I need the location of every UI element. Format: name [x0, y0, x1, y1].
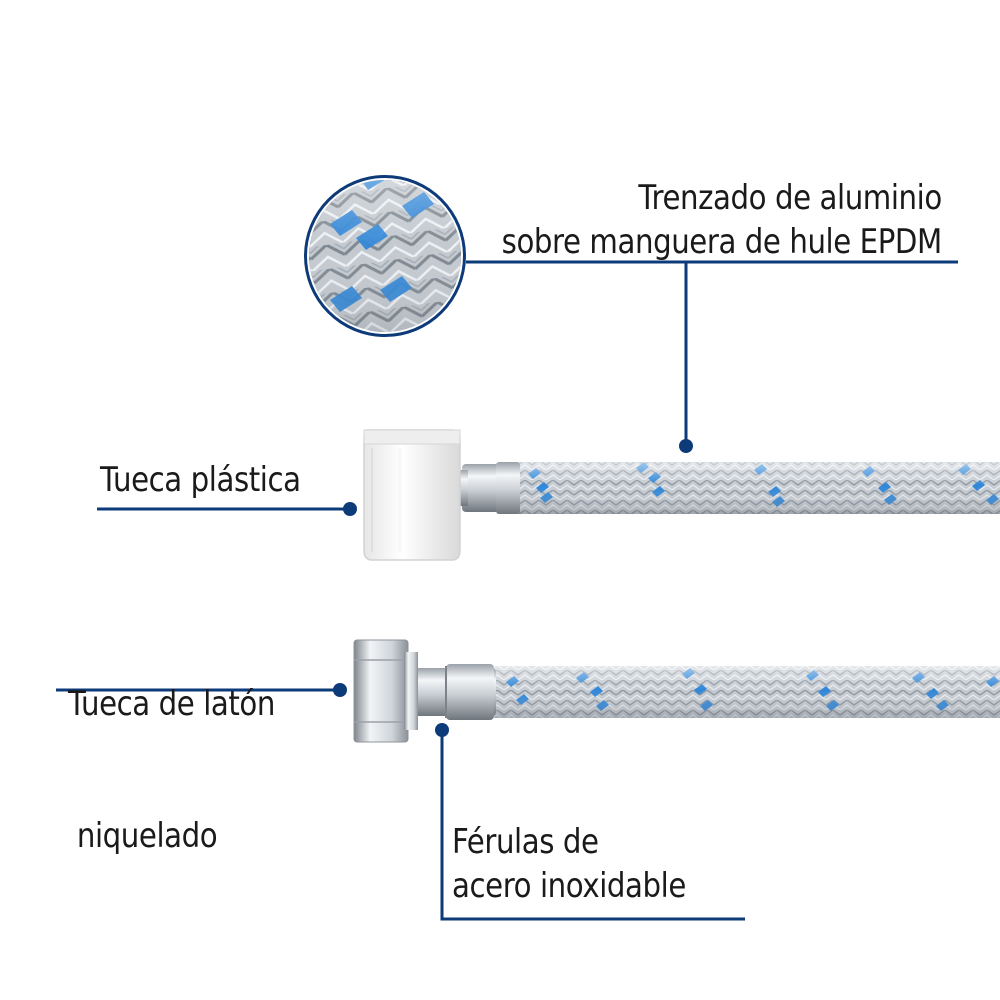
brass-nut	[353, 639, 409, 743]
braid-zoom-icon	[304, 175, 466, 337]
hose-with-brass-nut	[353, 639, 1000, 743]
dot-brass-nut	[333, 683, 347, 697]
plastic-nut	[363, 429, 461, 561]
braid-label-line2: sobre manguera de hule EPDM	[501, 222, 943, 262]
brass-nut-label-line1: Tueca de latón	[68, 684, 275, 724]
callout-lines	[56, 260, 958, 921]
ferrules-label-line2: acero inoxidable	[452, 866, 686, 906]
dot-plastic-nut	[343, 502, 357, 516]
dot-braid	[679, 439, 693, 453]
callout-dots	[333, 439, 693, 737]
callout-label-braid: Trenzado de aluminio sobre manguera de h…	[501, 176, 943, 264]
brass-nut-label-line2: niquelado	[68, 816, 218, 856]
dot-ferrules	[435, 723, 449, 737]
plastic-nut-label: Tueca plástica	[100, 460, 301, 500]
callout-line-ferrules	[440, 730, 745, 921]
callout-label-brass-nut: Tueca de latón niquelado	[68, 594, 275, 902]
hose-with-plastic-nut	[363, 429, 1000, 561]
callout-label-ferrules: Férulas de acero inoxidable	[452, 820, 686, 908]
braid-label-line1: Trenzado de aluminio	[638, 178, 943, 218]
callout-label-plastic-nut: Tueca plástica	[100, 458, 301, 502]
ferrules-label-line1: Férulas de	[452, 822, 599, 862]
